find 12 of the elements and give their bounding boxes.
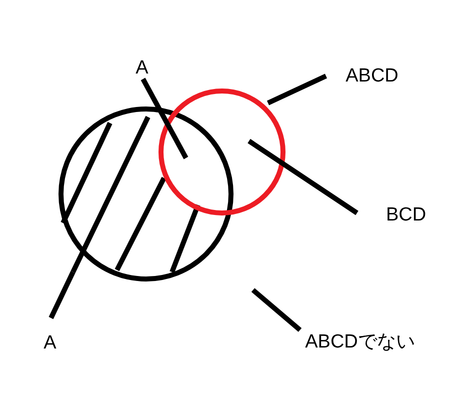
leader-line xyxy=(266,74,328,106)
label-text: ABCDでない xyxy=(305,332,415,352)
label-text: BCD xyxy=(386,206,426,224)
leader-line xyxy=(48,270,76,320)
leader-line xyxy=(251,288,302,332)
hatched-circle xyxy=(58,106,234,282)
label-text: A xyxy=(44,334,56,352)
circle xyxy=(158,88,286,216)
leader-line xyxy=(248,138,358,216)
label-text: A xyxy=(136,58,148,78)
label-text: ABCD xyxy=(346,66,398,86)
leader-line xyxy=(140,78,188,160)
